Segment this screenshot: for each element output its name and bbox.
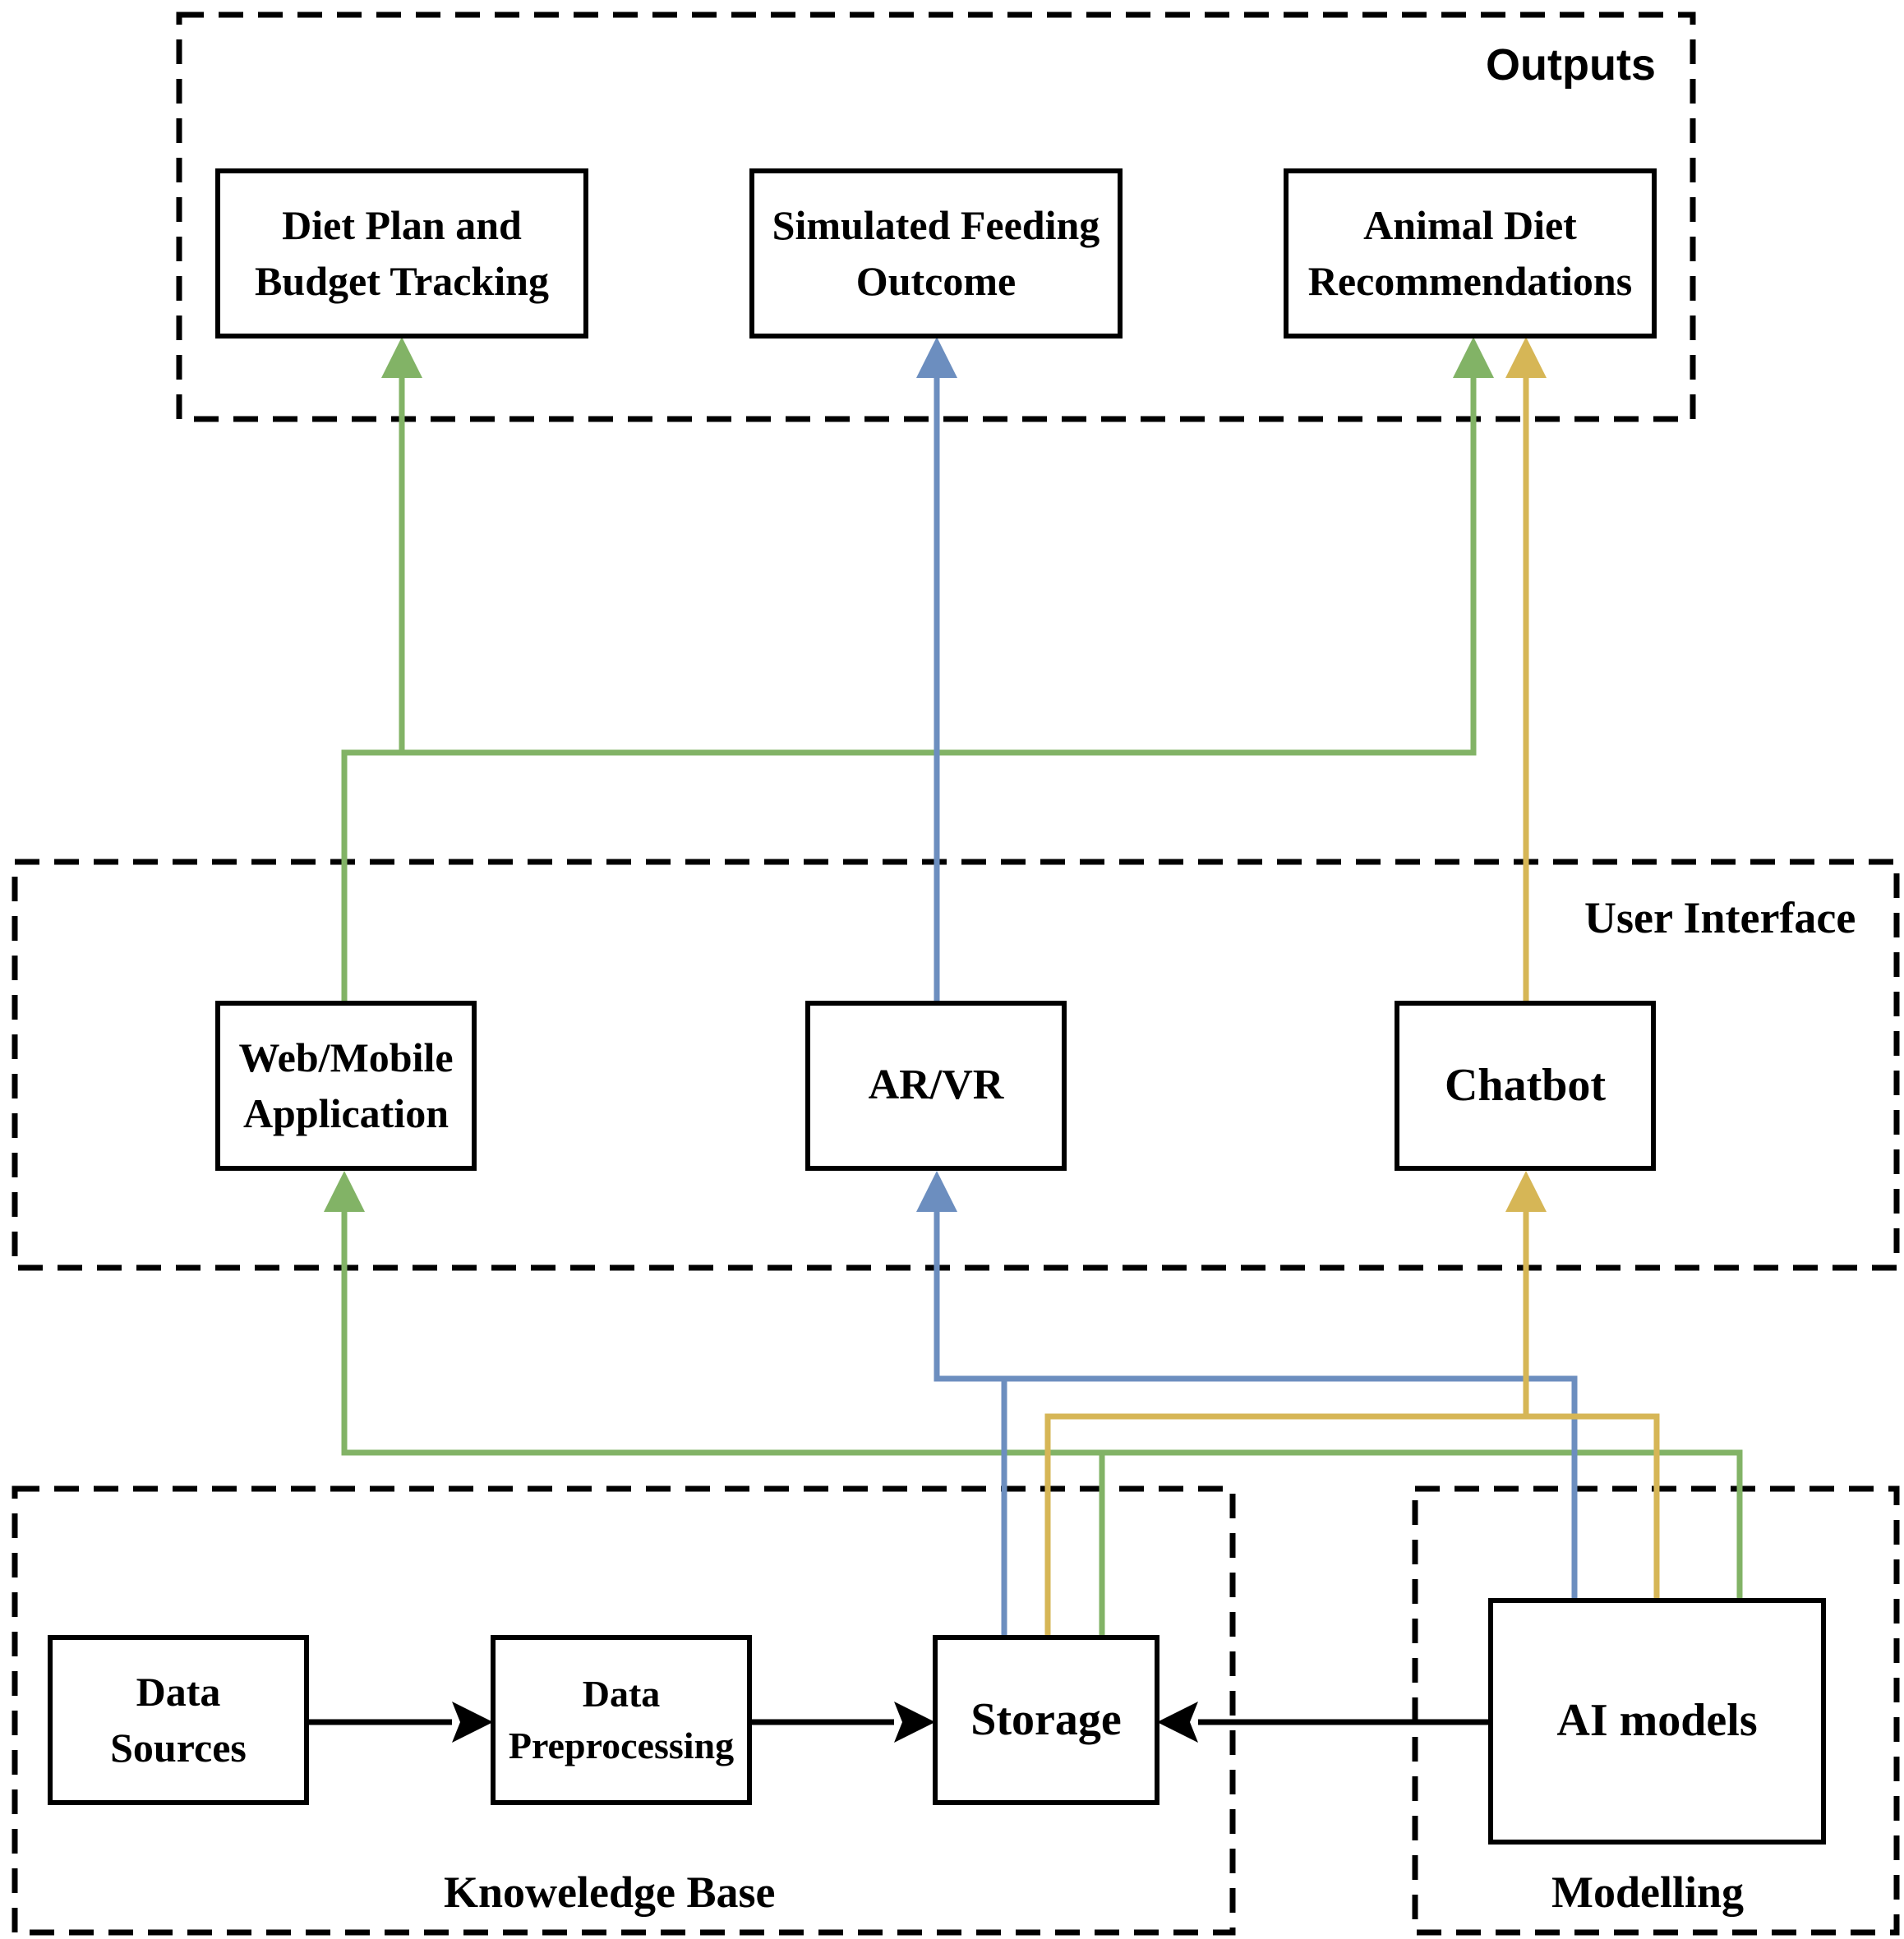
diet-plan-box: Diet Plan and Budget Tracking bbox=[215, 168, 588, 339]
blue-connector-storage-to-arvr bbox=[934, 1212, 1007, 1637]
diet-recommendations-box: Animal Diet Recommendations bbox=[1284, 168, 1657, 339]
green-arrowhead-diet-plan bbox=[381, 337, 422, 378]
simulated-feeding-box: Simulated Feeding Outcome bbox=[749, 168, 1123, 339]
web-mobile-box: Web/Mobile Application bbox=[215, 1001, 477, 1171]
ar-vr-label: AR/VR bbox=[868, 1062, 1004, 1109]
arrowhead-preprocessing bbox=[452, 1702, 493, 1743]
outputs-group-frame bbox=[176, 12, 1696, 422]
chatbot-label: Chatbot bbox=[1444, 1059, 1607, 1111]
outputs-group-label: Outputs bbox=[1486, 40, 1656, 90]
chatbot-box: Chatbot bbox=[1395, 1001, 1656, 1171]
web-mobile-label: Web/Mobile Application bbox=[238, 1034, 454, 1136]
green-arrowhead-recommendations bbox=[1453, 337, 1494, 378]
knowledge-base-group-label: Knoweledge Base bbox=[444, 1868, 776, 1917]
green-connector-web-to-outputs bbox=[341, 378, 1477, 1001]
knowledge-base-group-frame bbox=[12, 1485, 1236, 1936]
blue-connector-ai-to-arvr bbox=[1004, 1375, 1578, 1598]
blue-arrowhead-simulated bbox=[916, 337, 957, 378]
green-connector-storage-to-web bbox=[341, 1212, 1105, 1637]
yellow-arrowhead-chatbot bbox=[1505, 1171, 1547, 1212]
data-sources-box: Data Sources bbox=[48, 1635, 309, 1805]
ai-models-box: AI models bbox=[1488, 1598, 1826, 1845]
arrowhead-storage bbox=[894, 1702, 935, 1743]
data-sources-label: Data Sources bbox=[110, 1669, 247, 1771]
arrowhead-storage-from-ai bbox=[1157, 1702, 1198, 1743]
blue-arrowhead-arvr bbox=[916, 1171, 957, 1212]
yellow-connector-storage-to-chatbot bbox=[1044, 1212, 1529, 1637]
data-preprocessing-box: Data Preprocessing bbox=[491, 1635, 752, 1805]
green-connector-ai-to-web bbox=[1102, 1449, 1743, 1598]
modelling-group-label: Modelling bbox=[1551, 1868, 1745, 1917]
storage-label: Storage bbox=[970, 1693, 1122, 1745]
storage-box: Storage bbox=[933, 1635, 1159, 1805]
user-interface-group-label: User Interface bbox=[1584, 893, 1856, 942]
diet-recommendations-label: Animal Diet Recommendations bbox=[1307, 202, 1633, 304]
green-arrowhead-web bbox=[324, 1171, 365, 1212]
yellow-arrowhead-recommendations bbox=[1505, 337, 1547, 378]
ai-models-label: AI models bbox=[1556, 1695, 1758, 1747]
simulated-feeding-label: Simulated Feeding Outcome bbox=[772, 202, 1100, 304]
yellow-connector-ai-to-chatbot bbox=[1526, 1413, 1660, 1598]
ar-vr-box: AR/VR bbox=[805, 1001, 1067, 1171]
diet-plan-label: Diet Plan and Budget Tracking bbox=[255, 202, 549, 304]
data-preprocessing-label: Data Preprocessing bbox=[508, 1673, 735, 1766]
